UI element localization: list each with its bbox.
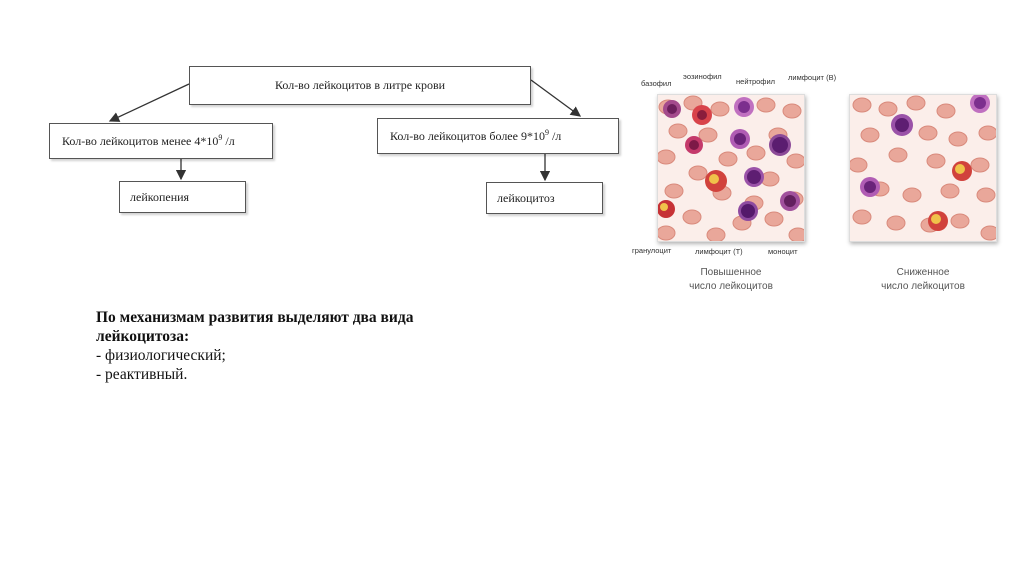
high-count-suffix: /л xyxy=(548,128,562,143)
label-neutrophil: нейтрофил xyxy=(736,77,776,86)
caption-high-line2: число лейкоцитов xyxy=(689,281,773,292)
high-count-text: Кол-во лейкоцитов более 9*109 /л xyxy=(390,127,562,144)
high-count-prefix: Кол-во лейкоцитов более 9*10 xyxy=(390,128,545,143)
diagram-low-count-box: Кол-во лейкоцитов менее 4*109 /л xyxy=(49,123,273,159)
label-granulocyte: гранулоцит xyxy=(632,246,672,255)
blood-smear-high-svg xyxy=(658,95,804,241)
leukocytosis-text: лейкоцитоз xyxy=(497,190,555,205)
caption-low-count: Сниженное число лейкоцитов xyxy=(860,266,986,294)
label-eosinophil: эозинофил xyxy=(683,72,722,81)
leukopenia-text: лейкопения xyxy=(130,189,190,204)
arrow-to-left xyxy=(108,83,190,122)
low-count-suffix: /л xyxy=(222,133,235,148)
high-count-exponent: 9 xyxy=(544,127,549,137)
diagram-root-text: Кол-во лейкоцитов в литре крови xyxy=(274,78,446,92)
caption-low-line2: число лейкоцитов xyxy=(881,281,965,292)
caption-high-count: Повышенное число лейкоцитов xyxy=(668,266,794,294)
low-count-exponent: 9 xyxy=(218,132,223,142)
blood-smear-high-image xyxy=(657,94,805,242)
leukocytosis-box: лейкоцитоз xyxy=(486,182,603,214)
blood-smear-low-svg xyxy=(850,95,996,241)
blood-smear-low-image xyxy=(849,94,997,242)
arrow-to-right xyxy=(530,79,582,117)
label-monocyte: моноцит xyxy=(768,247,798,256)
label-basophil: базофил xyxy=(641,79,672,88)
text-item-reactive: - реактивный. xyxy=(96,366,188,383)
label-lymphocyte-t: лимфоцит (Т) xyxy=(695,247,743,256)
diagram-high-count-box: Кол-во лейкоцитов более 9*109 /л xyxy=(377,118,619,154)
low-count-text: Кол-во лейкоцитов менее 4*109 /л xyxy=(62,132,235,149)
low-count-prefix: Кол-во лейкоцитов менее 4*10 xyxy=(62,133,219,148)
text-item-physiological: - физиологический; xyxy=(96,347,226,364)
text-heading-line2: лейкоцитоза: xyxy=(96,328,190,345)
text-heading-line1: По механизмам развития выделяют два вида xyxy=(96,309,414,326)
diagram-root-box: Кол-во лейкоцитов в литре крови xyxy=(189,66,531,105)
caption-high-line1: Повышенное xyxy=(700,267,762,278)
leukocytosis-types-text: По механизмам развития выделяют два вида… xyxy=(96,308,413,384)
caption-low-line1: Сниженное xyxy=(896,267,950,278)
label-lymphocyte-b: лимфоцит (В) xyxy=(788,73,837,82)
leukopenia-box: лейкопения xyxy=(119,181,246,213)
